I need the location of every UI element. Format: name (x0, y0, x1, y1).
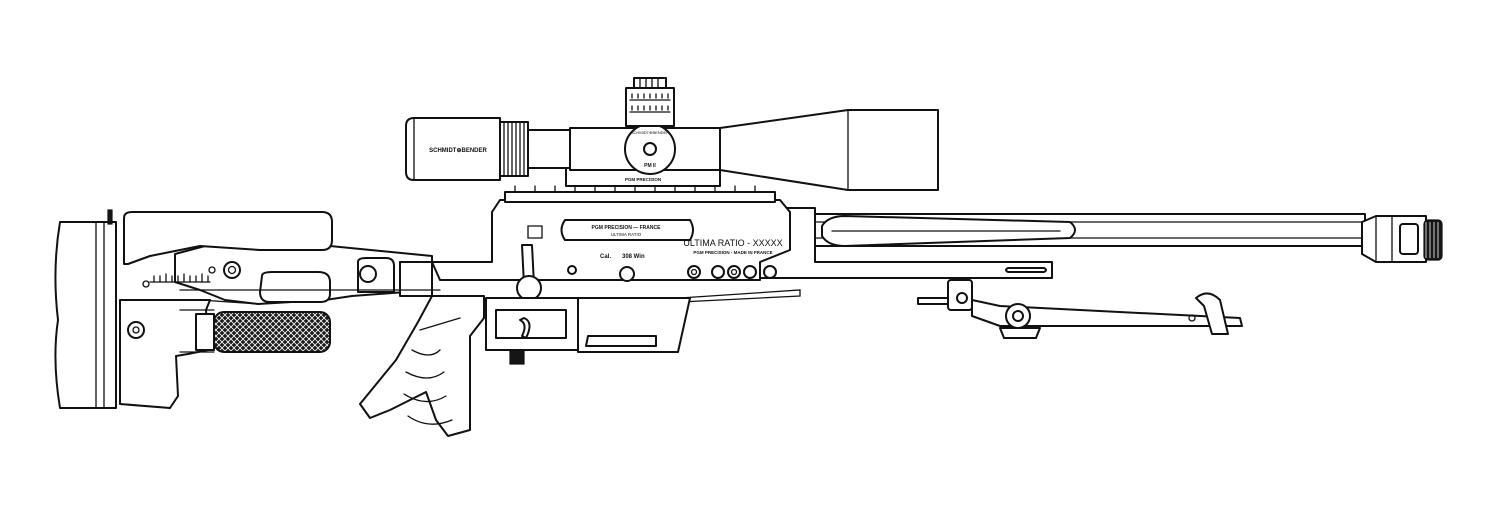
magazine (577, 297, 691, 353)
butt-pad (54, 209, 117, 409)
turret-brand: SCHMIDT⊕BENDER (631, 130, 669, 135)
receiver: PGM PRECISION — FRANCE ULTIMA RATIO ULTI… (431, 185, 791, 282)
lower-stock (119, 299, 211, 409)
caliber-value: 308 Win (622, 254, 645, 260)
scope-brand: SCHMIDT⊕BENDER (429, 148, 487, 154)
caliber-label: Cal. (600, 254, 611, 260)
trigger-guard (485, 297, 579, 351)
mount-text: PGM PRECISION (625, 177, 661, 182)
mag-release (509, 349, 525, 365)
stock-frame (174, 245, 441, 305)
receiver-maker-text: PGM PRECISION - MADE IN FRANCE (693, 250, 772, 255)
rifle-scope: SCHMIDT⊕BENDER SCHMIDT⊕BENDER PM II (405, 77, 939, 191)
cheek-rest (123, 211, 333, 265)
receiver-screw-row (687, 265, 777, 279)
receiver-model-text: ULTIMA RATIO - XXXXX (683, 238, 782, 248)
pistol-grip (359, 295, 485, 437)
monopod (179, 309, 331, 353)
bolt-handle (516, 244, 542, 301)
stock-adjust-scale (142, 273, 211, 288)
receiver-plate-line2: ULTIMA RATIO (611, 232, 642, 237)
handguard (679, 207, 1076, 303)
receiver-plate-line1: PGM PRECISION — FRANCE (592, 225, 662, 231)
muzzle-brake (1361, 215, 1443, 263)
scope-model: PM II (644, 163, 656, 169)
bipod (917, 279, 1243, 339)
